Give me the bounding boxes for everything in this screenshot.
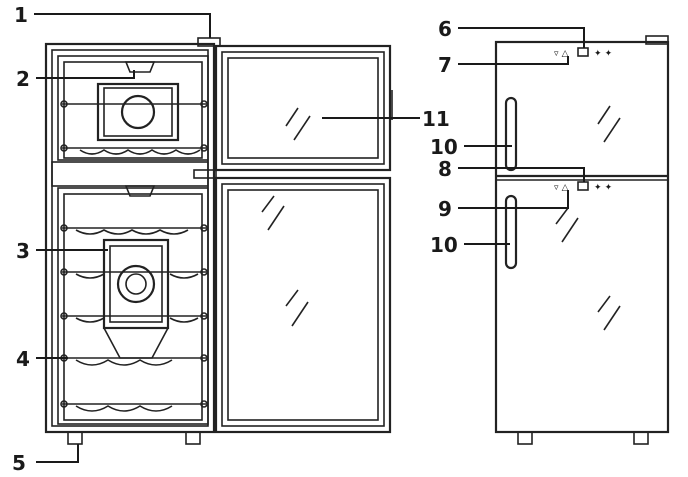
callout-11: 11 — [422, 107, 450, 131]
open-cabinet — [46, 38, 220, 444]
svg-text:▿ △: ▿ △ — [554, 49, 569, 59]
closed-cabinet: ▿ △ ✦ ✦ ▿ △ ✦ ✦ — [496, 36, 668, 444]
callout-7: 7 — [438, 53, 452, 77]
svg-text:✦ ✦: ✦ ✦ — [594, 183, 613, 193]
leader-lines — [34, 14, 584, 462]
callout-8: 8 — [438, 157, 452, 181]
callout-1: 1 — [14, 3, 28, 27]
callout-10a: 10 — [430, 135, 458, 159]
callout-6: 6 — [438, 17, 452, 41]
callout-2: 2 — [16, 67, 30, 91]
callout-9: 9 — [438, 197, 452, 221]
svg-text:✦ ✦: ✦ ✦ — [594, 49, 613, 59]
open-glass-doors — [216, 46, 392, 432]
callout-3: 3 — [16, 239, 30, 263]
svg-text:▿ △: ▿ △ — [554, 183, 569, 193]
callout-5: 5 — [12, 451, 26, 475]
callout-4: 4 — [16, 347, 30, 371]
callout-10b: 10 — [430, 233, 458, 257]
